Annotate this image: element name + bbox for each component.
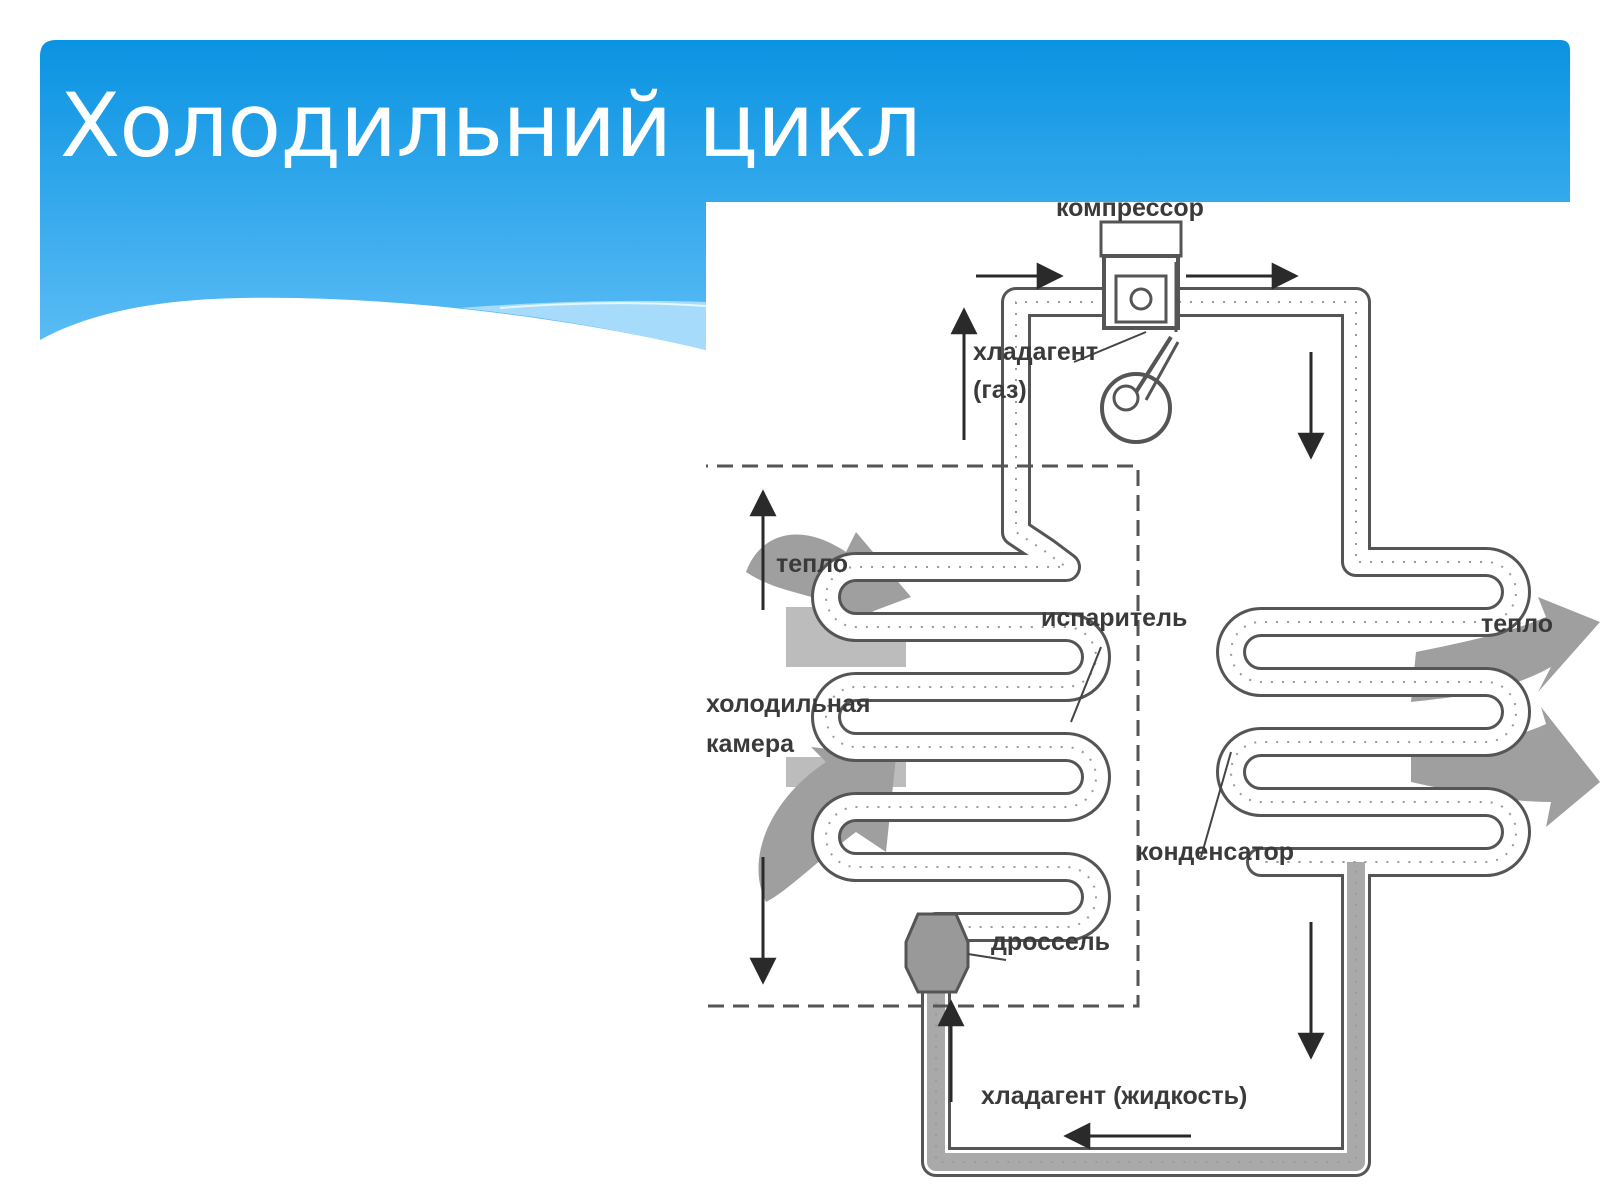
title-banner (40, 40, 1570, 350)
label-throttle: дроссель (991, 928, 1110, 956)
label-heat-out: тепло (1481, 610, 1553, 638)
refrigeration-diagram: компрессор хладагент (газ) тепло испарит… (706, 202, 1600, 1200)
label-refrigerant-liquid: хладагент (жидкость) (981, 1082, 1247, 1110)
slide-title: Холодильний цикл (60, 74, 922, 177)
label-heat-in: тепло (776, 550, 848, 578)
compressor-icon (1099, 220, 1183, 332)
motor-icon (1100, 335, 1180, 444)
banner-wave-light (460, 300, 706, 350)
throttle-valve-icon (904, 912, 970, 994)
banner-wave-line (499, 302, 707, 309)
banner-shape (40, 40, 1570, 350)
label-refrigerant-gas-state: (газ) (973, 376, 1027, 404)
label-cold-chamber: холодильная (706, 690, 871, 718)
label-cold-chamber-2: камера (706, 730, 795, 758)
cold-chamber-box (706, 464, 1140, 1008)
label-refrigerant-gas: хладагент (973, 338, 1098, 366)
label-compressor: компрессор (1056, 202, 1204, 222)
flow-arrow-icon (749, 262, 1325, 1150)
refrigerant-loop (811, 287, 1531, 1177)
label-evaporator: испаритель (1041, 604, 1187, 632)
label-condenser: конденсатор (1136, 838, 1294, 866)
